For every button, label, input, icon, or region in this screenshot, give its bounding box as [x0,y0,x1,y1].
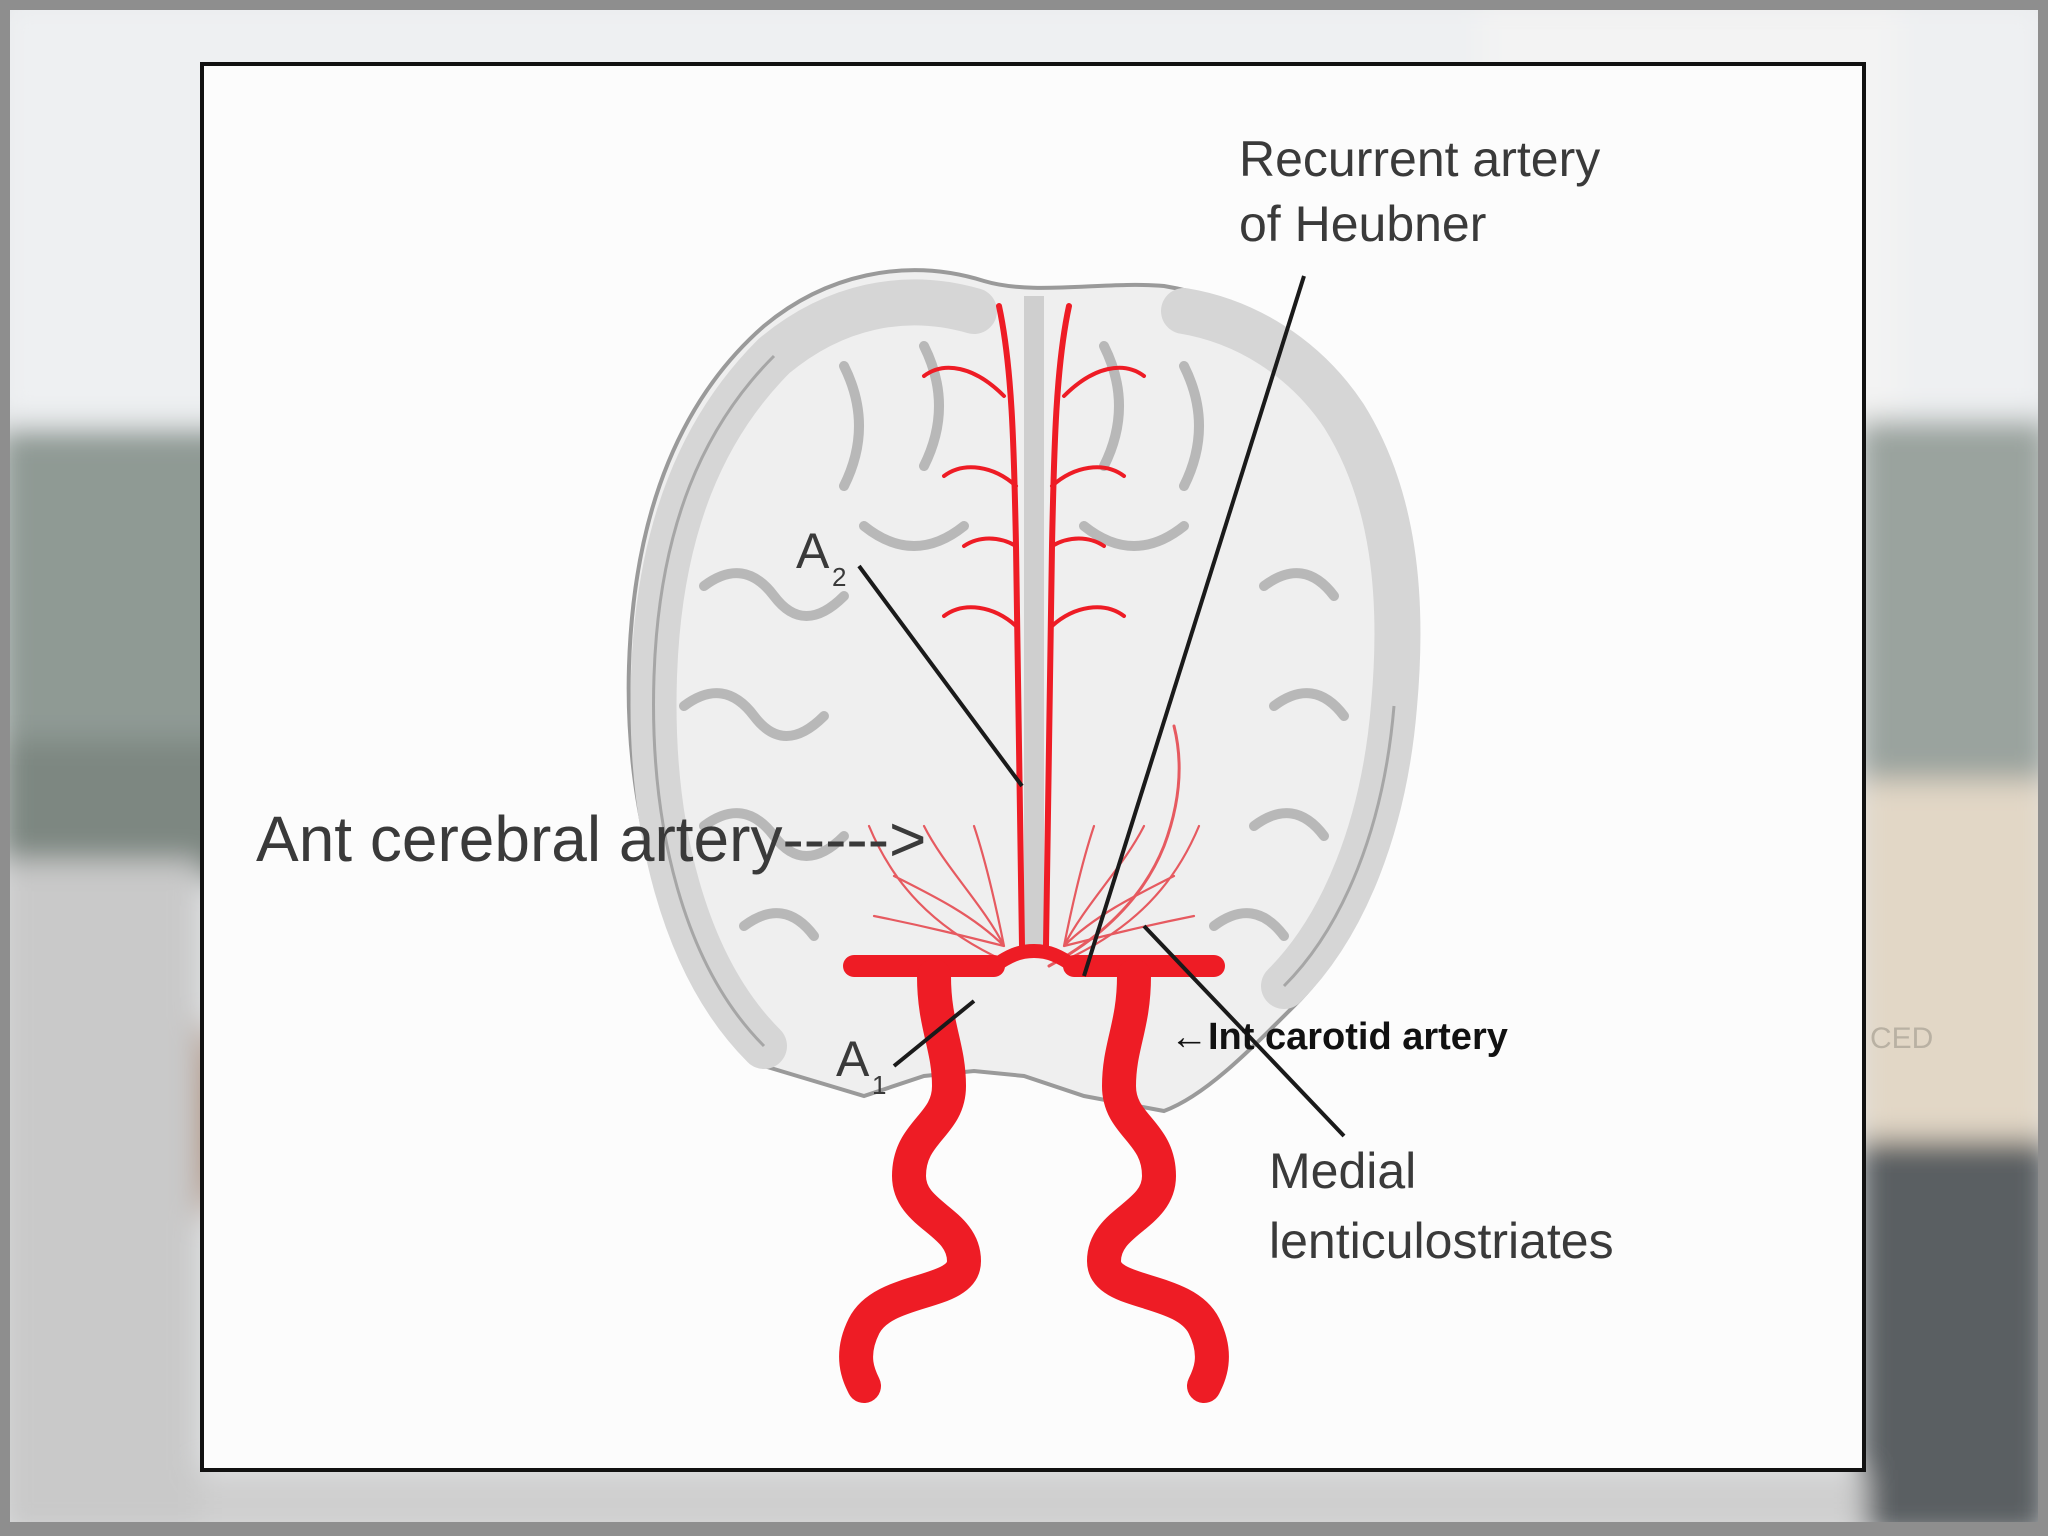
brain-coronal-section [626,268,1421,1114]
artery-tree [839,303,1229,1403]
svg-text:A: A [836,1031,870,1087]
svg-text:2: 2 [832,562,846,592]
anatomy-diagram: Recurrent artery of Heubner A 2 Ant cere… [256,131,1614,1403]
a1-leader [892,999,976,1068]
svg-text:Recurrent artery: Recurrent artery [1239,131,1600,187]
diagram-panel: Recurrent artery of Heubner A 2 Ant cere… [200,62,1866,1472]
a2-label: A 2 [796,523,846,592]
medial-lenticulostriates-leader [1142,924,1346,1138]
svg-text:Medial: Medial [1269,1143,1416,1199]
leader-lines [857,275,1346,1138]
int-carotid-artery-label: ←Int carotid artery [1170,1016,1508,1058]
svg-text:of Heubner: of Heubner [1239,196,1486,252]
svg-text:1: 1 [872,1070,886,1100]
a2-leader [857,564,1024,788]
recurrent-artery-leader [1082,275,1306,977]
ant-cerebral-artery-label: Ant cerebral artery-----> [256,803,926,875]
medial-lenticulostriates-label: Medial lenticulostriates [1269,1143,1614,1269]
svg-text:lenticulostriates: lenticulostriates [1269,1213,1614,1269]
svg-text:A: A [796,523,830,579]
background-badge-text: CED [1870,1022,1933,1055]
a1-label: A 1 [836,1031,886,1100]
recurrent-artery-label: Recurrent artery of Heubner [1239,131,1600,252]
